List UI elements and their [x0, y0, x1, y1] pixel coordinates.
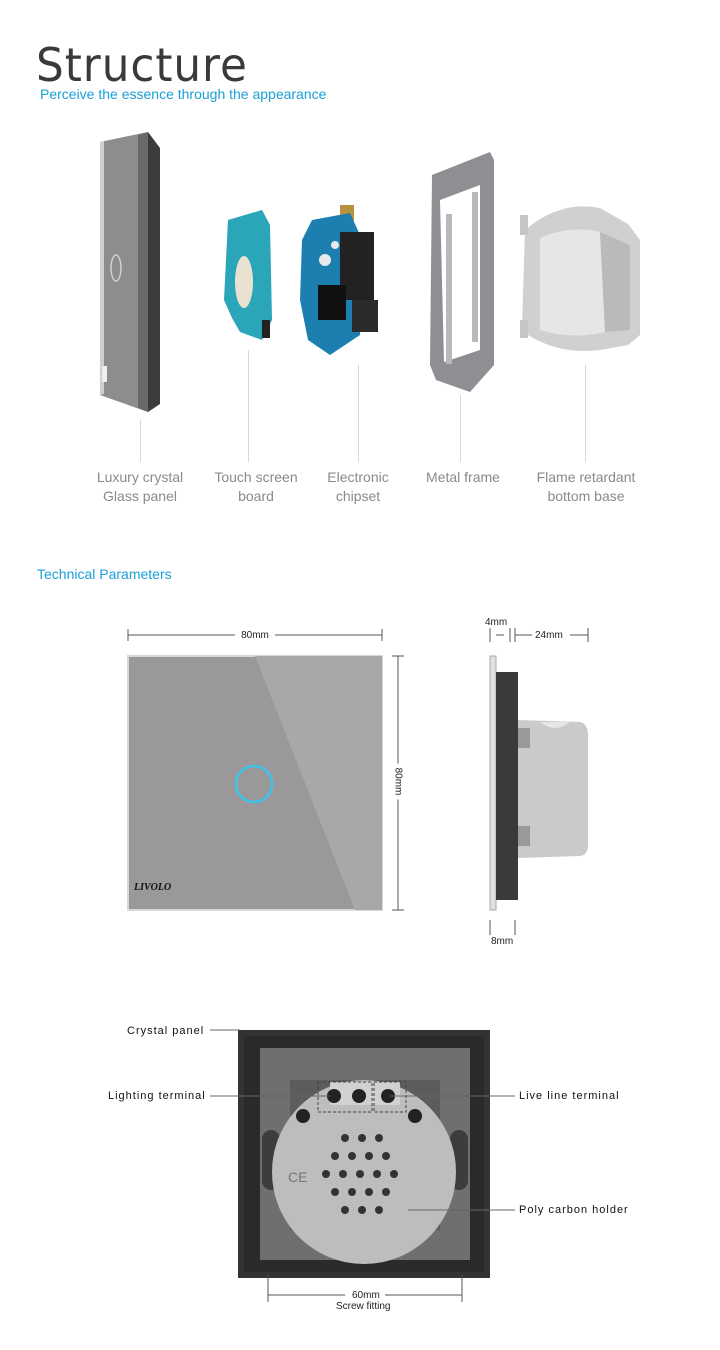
chipset-illustration — [300, 205, 378, 355]
page-title: Structure — [36, 38, 248, 92]
touch-board-illustration — [224, 210, 272, 340]
dimension-height: 80mm — [392, 763, 404, 800]
technical-drawing — [127, 628, 589, 935]
leader-line — [460, 395, 461, 462]
side-view-illustration — [489, 655, 588, 911]
exploded-view — [100, 132, 640, 412]
dimension-depth: 24mm — [535, 630, 563, 641]
part-label-metal-frame: Metal frame — [426, 469, 500, 485]
dimension-frame-thickness: 8mm — [491, 936, 514, 947]
dimension-screw-distance: 60mm — [352, 1290, 380, 1301]
svg-text:CE: CE — [288, 1169, 307, 1185]
brand-logo: LIVOLO — [134, 882, 172, 893]
leader-line — [358, 365, 359, 462]
dimension-glass-thickness: 4mm — [485, 617, 508, 628]
leader-line — [140, 420, 141, 462]
glass-panel-illustration — [100, 132, 160, 412]
callout-lighting-terminal: Lighting terminal — [108, 1090, 206, 1102]
front-panel-illustration — [127, 655, 383, 911]
leader-line — [248, 350, 249, 462]
metal-frame-illustration — [430, 152, 494, 392]
bottom-base-illustration — [520, 206, 640, 351]
callout-poly-carbon-holder: Poly carbon holder — [519, 1204, 629, 1216]
back-view-illustration: CE — [210, 1029, 515, 1302]
dimension-width: 80mm — [235, 630, 275, 641]
section-title-technical: Technical Parameters — [37, 566, 172, 582]
leader-line — [585, 365, 586, 462]
screw-fitting-caption: Screw fitting — [336, 1301, 391, 1312]
page-subtitle: Perceive the essence through the appeara… — [40, 86, 327, 102]
callout-live-line-terminal: Live line terminal — [519, 1090, 620, 1102]
callout-crystal-panel: Crystal panel — [127, 1025, 205, 1037]
